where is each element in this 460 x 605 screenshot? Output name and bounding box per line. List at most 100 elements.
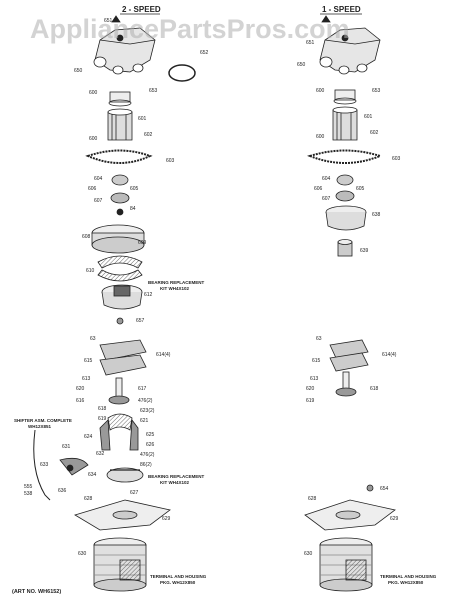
art-number: (ART NO. WH6152) <box>12 589 61 595</box>
label-653: 653 <box>149 88 158 94</box>
header-2-speed: 2 - SPEED <box>122 5 161 14</box>
label-601: 601 <box>138 116 147 122</box>
label-616: 616 <box>76 398 85 404</box>
label-r607: 607 <box>322 196 331 202</box>
left-base-plate <box>74 499 171 531</box>
right-plate <box>329 339 369 372</box>
label-651: 651 <box>104 18 113 24</box>
label-657: 657 <box>136 318 145 324</box>
label-614: 614(4) <box>156 352 171 358</box>
note-shifter: SHIFTER ASM. COMPLETE <box>14 418 72 423</box>
label-63: 63 <box>90 336 96 342</box>
label-604: 604 <box>94 176 103 182</box>
label-r620: 620 <box>306 386 315 392</box>
label-r603: 603 <box>392 156 401 162</box>
right-base-plate <box>304 499 396 531</box>
header-1-speed: 1 - SPEED <box>322 5 361 14</box>
label-r604: 604 <box>322 176 331 182</box>
watermark: AppliancePartsPros.com <box>30 14 350 44</box>
left-valve-assembly <box>93 15 156 75</box>
label-630: 630 <box>78 551 87 557</box>
left-tube <box>107 91 133 141</box>
right-drum-638 <box>325 205 367 231</box>
label-607: 607 <box>94 198 103 204</box>
left-gasket-ring <box>168 64 196 82</box>
label-r613: 613 <box>310 376 319 382</box>
right-labels: 651 650 600 653 601 600 602 603 604 606 … <box>297 40 401 557</box>
left-brake <box>97 255 143 282</box>
label-603: 603 <box>166 158 175 164</box>
left-cam-plate <box>106 467 144 483</box>
label-626: 626 <box>146 442 155 448</box>
left-assembly <box>33 15 196 592</box>
label-618: 618 <box>98 406 107 412</box>
label-610: 610 <box>86 268 95 274</box>
label-633: 633 <box>40 462 49 468</box>
label-r629: 629 <box>390 516 399 522</box>
label-625: 625 <box>146 432 155 438</box>
left-bearing-housing <box>101 284 143 310</box>
label-652: 652 <box>200 50 209 56</box>
label-615: 615 <box>84 358 93 364</box>
note-terminal-left-pkg: PKG. WH12X850 <box>160 580 196 585</box>
right-tube <box>332 89 358 141</box>
label-609: 609 <box>138 240 147 246</box>
label-r601: 601 <box>364 114 373 120</box>
note-bearing-1: BEARING REPLACEMENT <box>148 280 205 285</box>
label-627: 627 <box>130 490 139 496</box>
label-r654: 654 <box>380 486 389 492</box>
label-r602: 602 <box>370 130 379 136</box>
right-valve-assembly <box>319 15 381 75</box>
note-terminal-left: TERMINAL AND HOUSING <box>150 574 207 579</box>
label-632: 632 <box>96 451 105 457</box>
label-r630: 630 <box>304 551 313 557</box>
label-r615: 615 <box>312 358 321 364</box>
note-bearing-2: BEARING REPLACEMENT <box>148 474 205 479</box>
label-86: 86(2) <box>140 462 152 468</box>
label-623: 623(2) <box>140 408 155 414</box>
label-634: 634 <box>88 472 97 478</box>
right-motor <box>319 537 373 592</box>
right-shaft <box>335 371 357 397</box>
label-r618: 618 <box>370 386 379 392</box>
label-476a: 476(2) <box>138 398 153 404</box>
note-shifter-kit: WH12X851 <box>28 424 52 429</box>
left-labels: 651 650 652 600 653 601 600 602 603 604 … <box>24 18 209 557</box>
right-notes: TERMINAL AND HOUSING PKG. WH12X850 <box>380 574 437 585</box>
label-602: 602 <box>144 132 153 138</box>
label-628: 628 <box>84 496 93 502</box>
label-r653: 653 <box>372 88 381 94</box>
right-assembly <box>304 15 396 592</box>
label-538: 538 <box>24 491 33 497</box>
left-shaft <box>108 377 130 405</box>
label-650: 650 <box>74 68 83 74</box>
label-r638: 638 <box>372 212 381 218</box>
label-636: 636 <box>58 488 67 494</box>
label-606: 606 <box>88 186 97 192</box>
left-shifter <box>59 457 89 476</box>
label-613: 613 <box>82 376 91 382</box>
label-84: 84 <box>130 206 136 212</box>
left-plate <box>99 339 147 376</box>
label-621: 621 <box>140 418 149 424</box>
label-624: 624 <box>84 434 93 440</box>
left-clutch-shoes <box>99 413 139 451</box>
label-r614: 614(4) <box>382 352 397 358</box>
label-r63: 63 <box>316 336 322 342</box>
label-620: 620 <box>76 386 85 392</box>
label-619: 619 <box>98 416 107 422</box>
label-617: 617 <box>138 386 147 392</box>
left-motor <box>93 537 147 592</box>
right-cup-639 <box>337 239 353 257</box>
label-r600b: 600 <box>316 134 325 140</box>
label-605: 605 <box>130 186 139 192</box>
label-r639: 639 <box>360 248 369 254</box>
note-terminal-right: TERMINAL AND HOUSING <box>380 574 437 579</box>
label-r600a: 600 <box>316 88 325 94</box>
note-bearing-2-kit: KIT WH4X102 <box>160 480 190 485</box>
label-612: 612 <box>144 292 153 298</box>
label-r619: 619 <box>306 398 315 404</box>
left-notes: BEARING REPLACEMENT KIT WH4X102 SHIFTER … <box>14 280 207 585</box>
